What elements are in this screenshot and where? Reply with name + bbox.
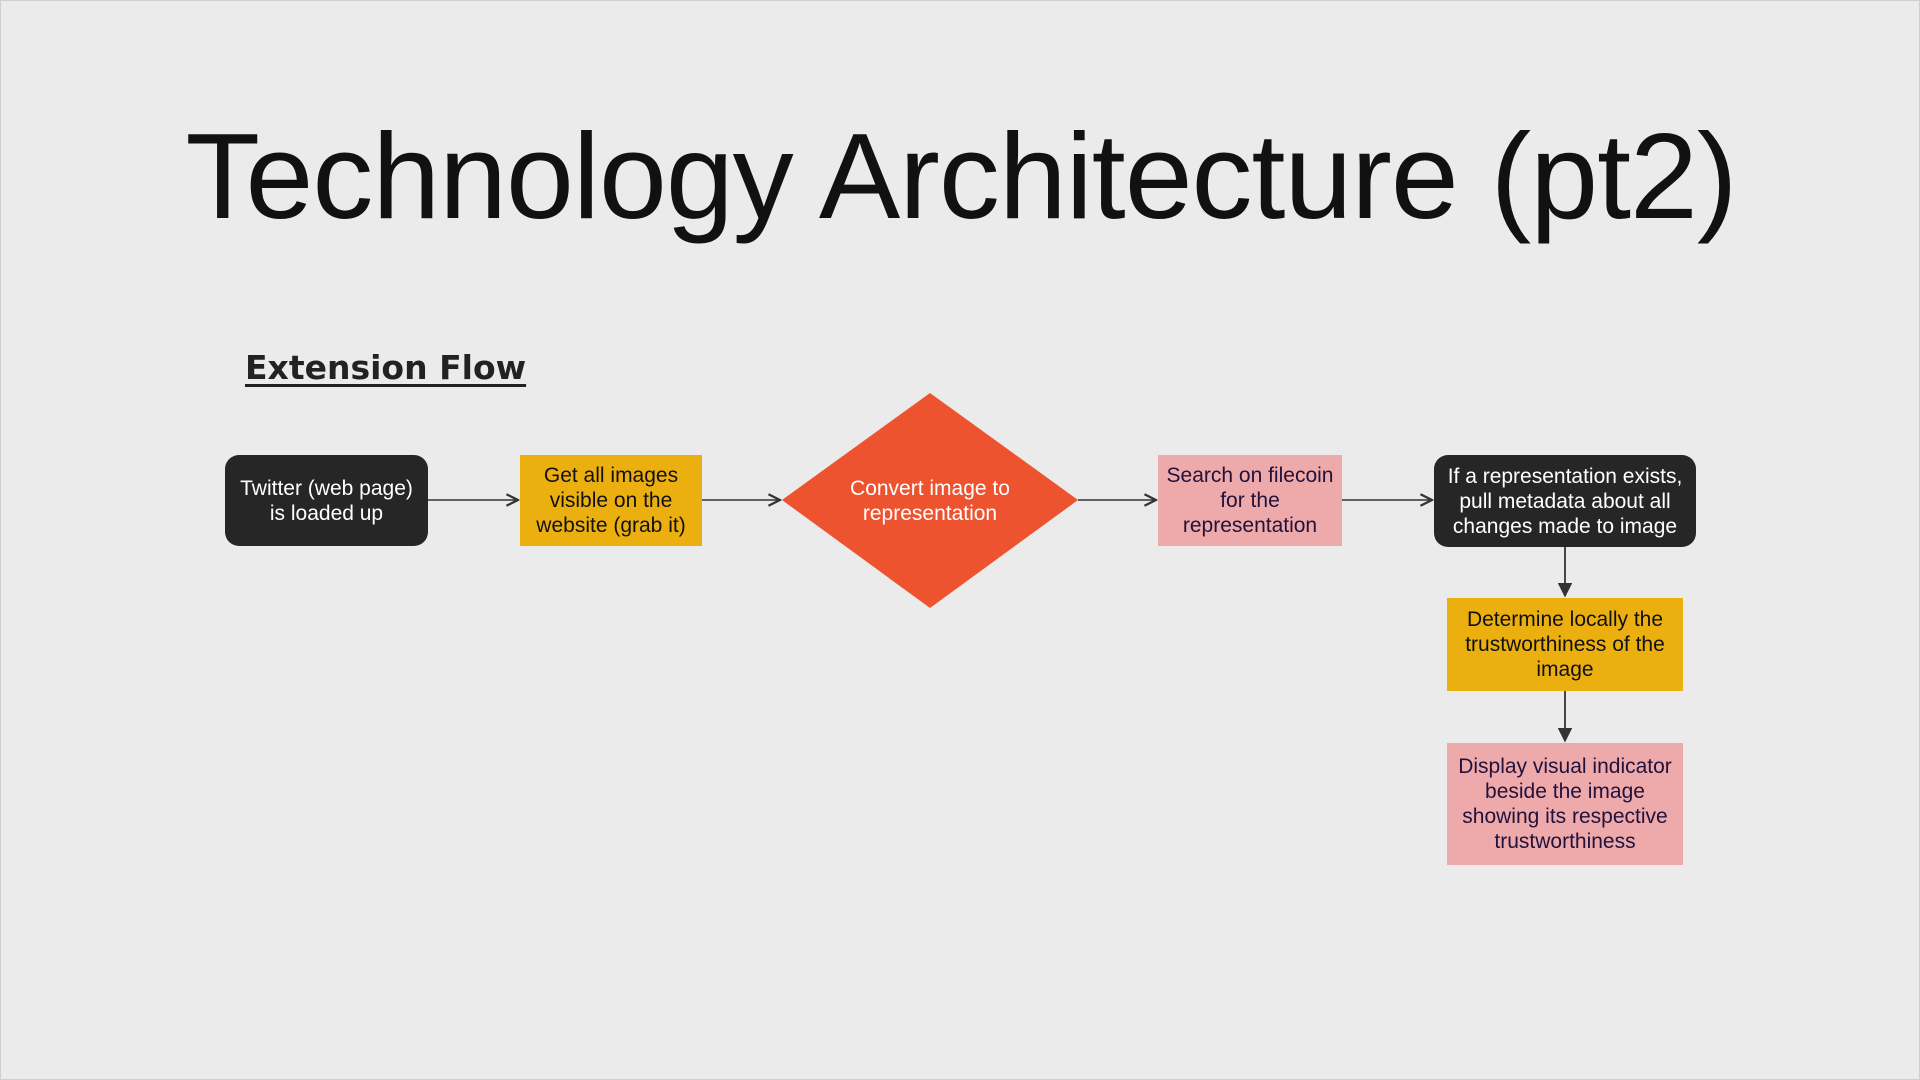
node-pull-metadata: If a representation exists, pull metadat… bbox=[1434, 455, 1696, 547]
node-determine-trust-label: Determine locally the trustworthiness of… bbox=[1465, 608, 1665, 681]
node-search-filecoin-label: Search on filecoin for the representatio… bbox=[1166, 464, 1334, 537]
node-convert-image-label: Convert image to representation bbox=[850, 476, 1010, 525]
node-get-images: Get all images visible on the website (g… bbox=[520, 455, 702, 546]
node-pull-metadata-label: If a representation exists, pull metadat… bbox=[1447, 464, 1683, 538]
node-display-indicator: Display visual indicator beside the imag… bbox=[1447, 743, 1683, 865]
node-twitter-loaded-label: Twitter (web page) is loaded up bbox=[240, 476, 413, 525]
section-heading: Extension Flow bbox=[245, 348, 527, 387]
node-display-indicator-label: Display visual indicator beside the imag… bbox=[1458, 755, 1672, 853]
node-twitter-loaded: Twitter (web page) is loaded up bbox=[225, 455, 428, 546]
node-search-filecoin: Search on filecoin for the representatio… bbox=[1158, 455, 1342, 546]
node-get-images-label: Get all images visible on the website (g… bbox=[536, 464, 686, 537]
convert-image-diamond bbox=[782, 393, 1078, 608]
slide-title: Technology Architecture (pt2) bbox=[185, 108, 1737, 244]
node-determine-trust: Determine locally the trustworthiness of… bbox=[1447, 598, 1683, 691]
